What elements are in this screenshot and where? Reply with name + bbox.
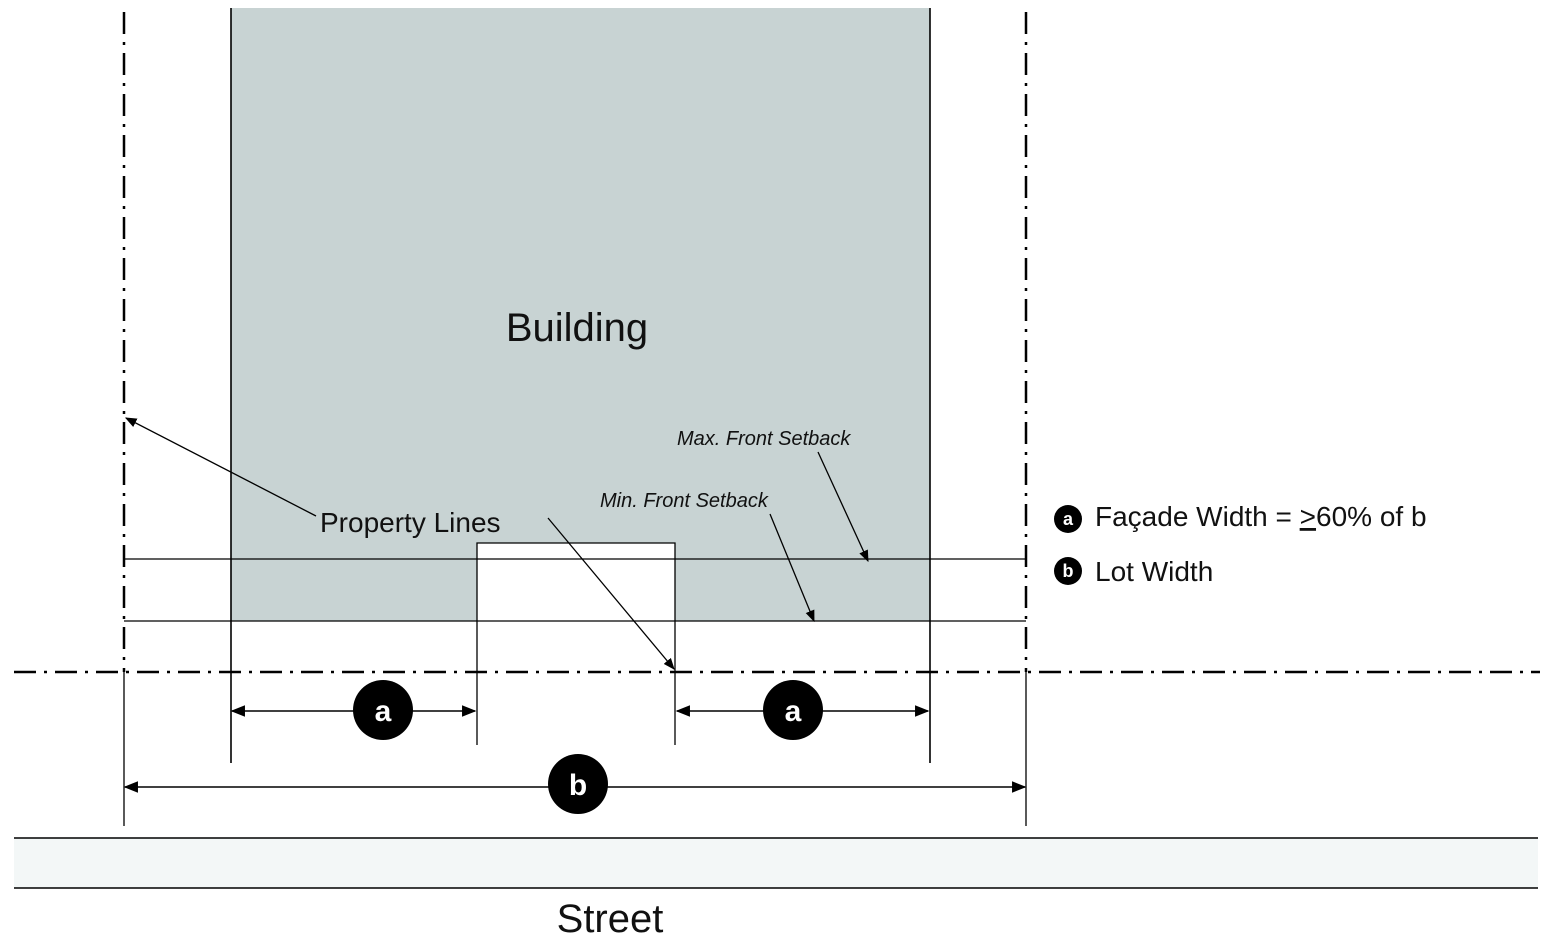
building-label: Building [506, 306, 648, 350]
legend-lot-width-text: Lot Width [1095, 556, 1213, 587]
max-front-setback-label: Max. Front Setback [677, 428, 851, 450]
legend-marker-a: a [1063, 509, 1074, 529]
facade-width-badge-right-text: a [785, 695, 802, 728]
street-label: Street [557, 897, 664, 940]
legend-marker-b: b [1063, 561, 1074, 581]
facade-notch [477, 543, 675, 623]
property-lines-leader-right [547, 517, 675, 670]
legend-item-lot-width: b Lot Width [1054, 556, 1213, 587]
building-shape [231, 8, 930, 621]
property-lines-leader-left [124, 417, 317, 517]
legend-item-facade-width: a Façade Width = >60% of b [1054, 501, 1427, 533]
lot-width-badge-text: b [569, 769, 587, 802]
facade-notch-outline [476, 542, 676, 745]
min-front-setback-leader [769, 513, 815, 623]
facade-width-badge-left: a [353, 680, 413, 740]
lot-width-badge: b [548, 754, 608, 814]
legend-facade-suffix: 60% of b [1316, 501, 1427, 532]
legend: a Façade Width = >60% of b b Lot Width [1054, 501, 1427, 587]
property-lines-label: Property Lines [320, 507, 501, 538]
facade-width-badge-right: a [763, 680, 823, 740]
min-front-setback-label: Min. Front Setback [600, 490, 769, 512]
legend-facade-gte: > [1300, 501, 1316, 532]
max-front-setback-leader [817, 451, 869, 563]
legend-facade-width-text: Façade Width = >60% of b [1095, 501, 1427, 532]
facade-width-badge-left-text: a [375, 695, 392, 728]
legend-facade-prefix: Façade Width = [1095, 501, 1300, 532]
street-band [14, 838, 1538, 888]
